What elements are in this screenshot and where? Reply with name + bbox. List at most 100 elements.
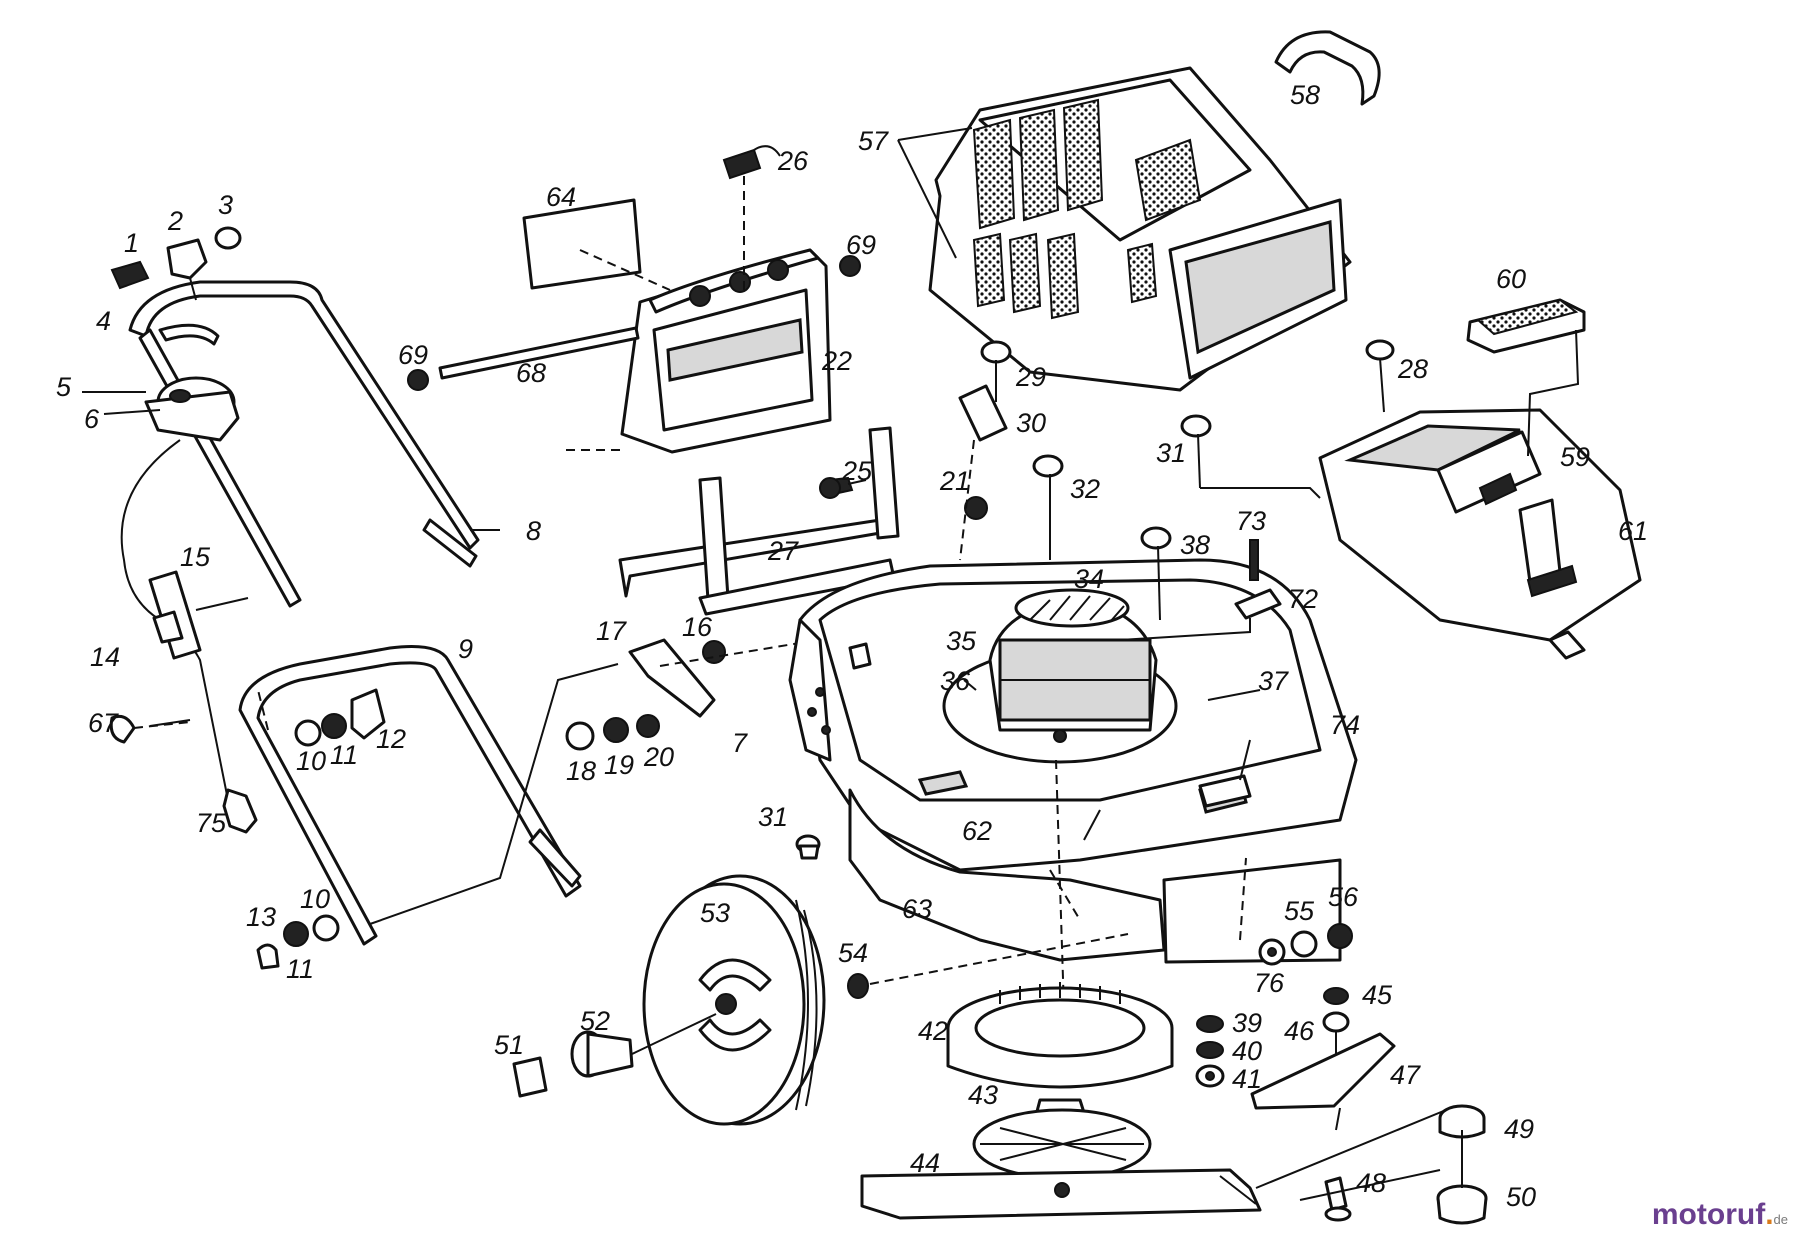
label-54: 54 <box>838 938 868 968</box>
label-43: 43 <box>968 1080 998 1110</box>
label-68: 68 <box>516 358 546 388</box>
label-47: 47 <box>1390 1060 1421 1090</box>
blade <box>860 1168 1262 1220</box>
label-16: 16 <box>682 612 713 642</box>
wheel <box>642 874 826 1126</box>
part-number-labels: 1 2 3 4 5 6 7 8 9 10 10 11 11 12 13 14 1… <box>56 80 1648 1212</box>
label-14: 14 <box>90 642 120 672</box>
watermark-dot: . <box>1765 1198 1774 1231</box>
label-28: 28 <box>1397 354 1428 384</box>
label-29: 29 <box>1015 362 1046 392</box>
decal-74 <box>1198 774 1252 808</box>
label-11a: 11 <box>330 740 358 770</box>
label-27: 27 <box>767 536 799 566</box>
label-19: 19 <box>604 750 634 780</box>
label-35: 35 <box>946 626 977 656</box>
label-4: 4 <box>96 306 111 336</box>
label-48: 48 <box>1356 1168 1386 1198</box>
label-73: 73 <box>1236 506 1266 536</box>
label-41: 41 <box>1232 1064 1262 1094</box>
screw-31-rear <box>1180 414 1321 499</box>
clip-72-73 <box>1119 539 1282 641</box>
label-57: 57 <box>858 126 889 156</box>
label-10a: 10 <box>296 746 326 776</box>
cover-insert-60 <box>1466 298 1586 457</box>
label-15: 15 <box>180 542 211 572</box>
rear-cover <box>1318 408 1642 660</box>
label-72: 72 <box>1288 584 1318 614</box>
label-52: 52 <box>580 1006 610 1036</box>
label-26: 26 <box>777 146 809 176</box>
decal-64 <box>522 198 671 291</box>
site-watermark: motoruf.de <box>1652 1198 1788 1232</box>
screw-31-front <box>795 834 821 860</box>
mulch-parts <box>1250 987 1488 1225</box>
label-11b: 11 <box>286 954 314 984</box>
axle-hardware-right <box>1239 857 1353 966</box>
label-49: 49 <box>1504 1114 1534 1144</box>
label-17: 17 <box>596 616 627 646</box>
leader-lines <box>82 391 1261 921</box>
label-12: 12 <box>376 724 406 754</box>
label-76: 76 <box>1254 968 1285 998</box>
blade-adapter <box>972 1098 1152 1180</box>
label-60: 60 <box>1496 264 1526 294</box>
label-42: 42 <box>918 1016 948 1046</box>
label-13: 13 <box>246 902 276 932</box>
screws-32-38 <box>1032 454 1172 621</box>
label-3: 3 <box>218 190 233 220</box>
label-62: 62 <box>962 816 992 846</box>
wheel-hardware <box>512 933 1129 1098</box>
lower-handle-fasteners <box>256 688 386 970</box>
label-1: 1 <box>124 228 139 258</box>
watermark-brand: motoruf <box>1651 1198 1766 1231</box>
screw-28 <box>1365 339 1395 413</box>
washers-39-41 <box>1195 1015 1225 1088</box>
label-44: 44 <box>910 1148 940 1178</box>
label-18: 18 <box>566 756 596 786</box>
label-45: 45 <box>1362 980 1393 1010</box>
label-55: 55 <box>1284 896 1315 926</box>
label-75: 75 <box>196 808 227 838</box>
label-69a: 69 <box>398 340 428 370</box>
label-59: 59 <box>1560 442 1590 472</box>
label-21: 21 <box>939 466 970 496</box>
label-34: 34 <box>1074 564 1104 594</box>
label-31b: 31 <box>758 802 788 832</box>
grass-bag-frame <box>620 248 832 454</box>
label-67: 67 <box>88 708 119 738</box>
label-58: 58 <box>1290 80 1320 110</box>
label-30: 30 <box>1016 408 1046 438</box>
label-64: 64 <box>546 182 576 212</box>
label-74: 74 <box>1330 710 1360 740</box>
label-46: 46 <box>1284 1016 1315 1046</box>
label-2: 2 <box>167 206 183 236</box>
bracket-27 <box>618 426 900 616</box>
label-39: 39 <box>1232 1008 1262 1038</box>
label-9: 9 <box>458 634 473 664</box>
label-40: 40 <box>1232 1036 1262 1066</box>
label-20: 20 <box>643 742 674 772</box>
grass-bag <box>897 66 1352 392</box>
label-61: 61 <box>1618 516 1648 546</box>
label-56: 56 <box>1328 882 1359 912</box>
label-8: 8 <box>526 516 541 546</box>
label-50: 50 <box>1506 1182 1536 1212</box>
label-32: 32 <box>1070 474 1100 504</box>
bag-handle-58 <box>1274 30 1381 106</box>
label-36: 36 <box>940 666 971 696</box>
label-38: 38 <box>1180 530 1210 560</box>
label-37: 37 <box>1258 666 1289 696</box>
label-5: 5 <box>56 372 72 402</box>
label-22: 22 <box>821 346 852 376</box>
switch-parts <box>110 226 242 301</box>
label-53: 53 <box>700 898 730 928</box>
small-hardware <box>819 340 1012 561</box>
label-51: 51 <box>494 1030 524 1060</box>
axle-rod <box>407 255 861 391</box>
label-31a: 31 <box>1156 438 1186 468</box>
bracket-17 <box>565 638 819 751</box>
label-69b: 69 <box>846 230 876 260</box>
label-6: 6 <box>84 404 100 434</box>
